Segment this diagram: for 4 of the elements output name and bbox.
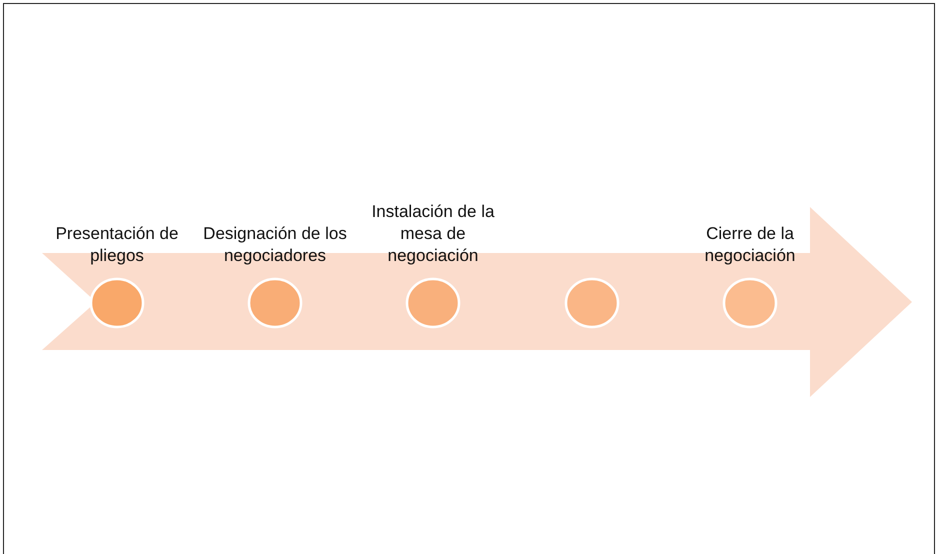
step-label: Presentación de pliegos — [54, 223, 180, 267]
step-label: Designación de los negociadores — [202, 223, 348, 267]
step-label: Cierre de la negociación — [704, 223, 796, 267]
step-label: Instalación de la mesa de negociación — [370, 201, 496, 267]
